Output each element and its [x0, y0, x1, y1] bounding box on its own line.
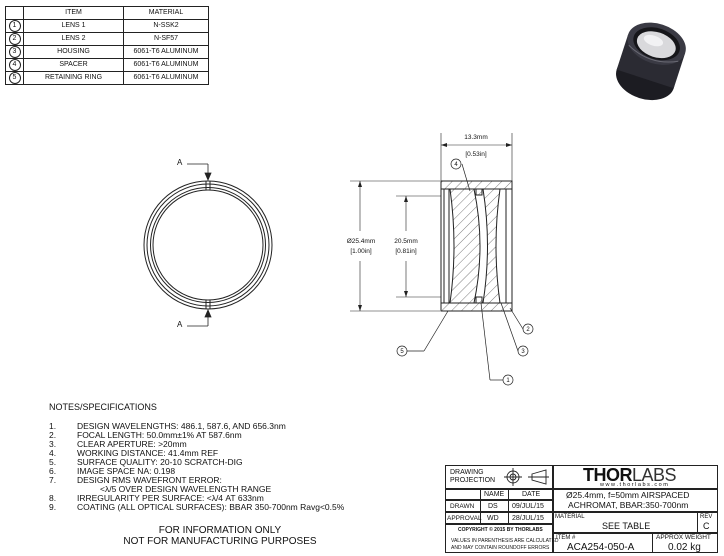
note-number: 2. [49, 430, 57, 440]
bom-item: HOUSING [23, 44, 124, 59]
section-label-top: A [177, 158, 183, 167]
bom-item: SPACER [23, 57, 124, 72]
note-text: DESIGN RMS WAVEFRONT ERROR: [77, 475, 222, 485]
balloon-3: 3 [521, 349, 525, 355]
dim-length-in: [0.53in] [465, 151, 487, 158]
projection-label-2: PROJECTION [450, 477, 496, 484]
bom-balloon: 4 [8, 58, 21, 71]
values-note-1: VALUES IN PARENTHESIS ARE CALCULATED [451, 538, 559, 544]
disclaimer-line-2: NOT FOR MANUFACTURING PURPOSES [123, 536, 317, 547]
rev-label: REV [700, 514, 713, 520]
note-text: DESIGN WAVELENGTHS: 486.1, 587.6, AND 65… [77, 421, 286, 431]
note-number: 6. [49, 466, 57, 476]
description-line-2: ACHROMAT, BBAR:350-700nm [568, 500, 689, 510]
bom-material: 6061-T6 ALUMINUM [123, 44, 209, 59]
notes-heading: NOTES/SPECIFICATIONS [49, 402, 157, 412]
section-view-drawing: 4 2 3 5 1 13.3mm [0.53in] Ø25.4mm [1.00i… [347, 133, 534, 386]
note-number: 8. [49, 493, 57, 503]
col-date: DATE [522, 491, 541, 498]
note-number: 1. [49, 421, 57, 431]
note-number: 3. [49, 439, 57, 449]
drawn-date: 09/JUL/15 [512, 503, 544, 510]
front-view-drawing [143, 163, 273, 327]
bom-row: 4 SPACER 6061-T6 ALUMINUM [5, 57, 209, 72]
drawn-name: DS [488, 503, 498, 510]
note-number: 7. [49, 475, 57, 485]
rev-value: C [703, 521, 710, 531]
values-note-2: AND MAY CONTAIN ROUNDOFF ERRORS [451, 545, 550, 551]
bom-row: 2 LENS 2 N-SF57 [5, 31, 209, 46]
bom-header-material: MATERIAL [123, 6, 209, 20]
section-label-bottom: A [177, 320, 183, 329]
dim-ca-in: [0.81in] [395, 248, 417, 255]
bom-header-item: ITEM [23, 6, 124, 20]
lens-2-section [482, 188, 501, 304]
bom-item: LENS 1 [23, 18, 124, 33]
dim-length-mm: 13.3mm [464, 134, 487, 141]
item-label: ITEM # [556, 535, 576, 541]
balloon-4: 4 [454, 162, 458, 168]
dim-ca-mm: 20.5mm [394, 238, 417, 245]
note-text: COATING (ALL OPTICAL SURFACES): BBAR 350… [77, 502, 345, 512]
note-number: 5. [49, 457, 57, 467]
bom-material: 6061-T6 ALUMINUM [123, 57, 209, 72]
bom-row: 3 HOUSING 6061-T6 ALUMINUM [5, 44, 209, 59]
balloon-5: 5 [400, 349, 404, 355]
projection-label-1: DRAWING [450, 469, 484, 476]
balloon-1: 1 [506, 378, 510, 384]
bom-balloon: 2 [8, 32, 21, 45]
bom-row: 1 LENS 1 N-SSK2 [5, 18, 209, 33]
product-photo [616, 22, 686, 101]
bom-row: 5 RETAINING RING 6061-T6 ALUMINUM [5, 70, 209, 85]
drawn-label: DRAWN [450, 503, 475, 510]
logo-light: LABS [632, 465, 677, 485]
item-value: ACA254-050-A [567, 542, 635, 553]
note-text: FOCAL LENGTH: 50.0mm±1% AT 587.6nm [77, 430, 242, 440]
bom-header-row: ITEM MATERIAL [5, 6, 209, 20]
approval-name: WD [487, 515, 499, 522]
col-name: NAME [484, 491, 505, 498]
lens-1-section [449, 188, 481, 304]
copyright: COPYRIGHT © 2015 BY THORLABS [458, 527, 543, 533]
bom-material: 6061-T6 ALUMINUM [123, 70, 209, 85]
weight-value: 0.02 kg [668, 542, 701, 553]
bom-balloon: 3 [8, 45, 21, 58]
approval-label: APPROVAL [447, 515, 482, 522]
bom-item: LENS 2 [23, 31, 124, 46]
approval-date: 28/JUL/15 [512, 515, 544, 522]
note-number: 4. [49, 448, 57, 458]
bom-balloon: 1 [8, 19, 21, 32]
disclaimer-line-1: FOR INFORMATION ONLY [158, 525, 282, 536]
bom-item: RETAINING RING [23, 70, 124, 85]
logo-bold: THOR [583, 465, 633, 485]
note-text: WORKING DISTANCE: 41.4mm REF [77, 448, 219, 458]
bom-table: ITEM MATERIAL 1 LENS 1 N-SSK2 2 LENS 2 N… [5, 6, 209, 85]
material-label: MATERIAL [555, 514, 585, 520]
housing-outer-edge [143, 180, 273, 310]
note-text: IRREGULARITY PER SURFACE: <λ/4 AT 633nm [77, 493, 264, 503]
dim-od-in: [1.00in] [350, 248, 372, 255]
clear-aperture-edge [152, 189, 264, 301]
note-text: SURFACE QUALITY: 20-10 SCRATCH-DIG [77, 457, 243, 467]
weight-label: APPROX WEIGHT [656, 534, 711, 541]
note-text: CLEAR APERTURE: >20mm [77, 439, 187, 449]
bom-balloon: 5 [8, 71, 21, 84]
website: w w w . t h o r l a b s . c o m [600, 482, 668, 488]
note-number: 9. [49, 502, 57, 512]
note-text: IMAGE SPACE NA: 0.198 [77, 466, 176, 476]
balloon-2: 2 [526, 327, 530, 333]
bom-material: N-SF57 [123, 31, 209, 46]
description-line-1: Ø25.4mm, f=50mm AIRSPACED [566, 490, 690, 500]
bom-material: N-SSK2 [123, 18, 209, 33]
thorlabs-logo: THORLABS [583, 465, 677, 485]
dim-od-mm: Ø25.4mm [347, 238, 376, 245]
third-angle-projection-icon [504, 468, 549, 486]
material-value: SEE TABLE [602, 521, 651, 531]
note-text: <λ/5 OVER DESIGN WAVELENGTH RANGE [100, 484, 272, 494]
